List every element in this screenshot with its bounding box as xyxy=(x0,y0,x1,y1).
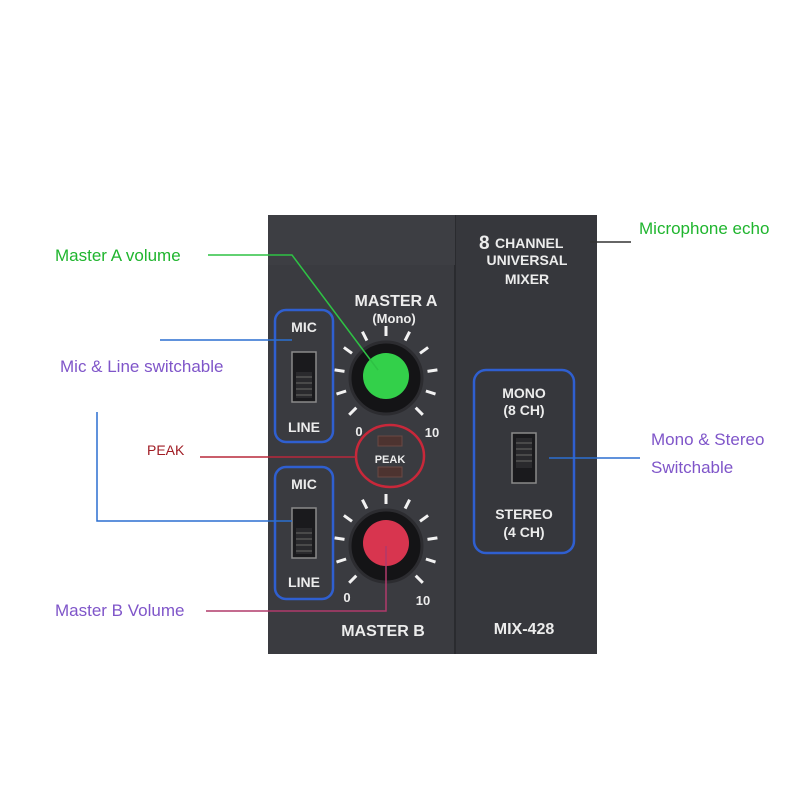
line-label-b: LINE xyxy=(288,574,320,590)
scale-tick xyxy=(343,514,353,523)
callout-master-b-volume: Master B Volume xyxy=(55,601,185,620)
callout-mic-line-switchable: Mic & Line switchable xyxy=(60,357,224,376)
master-a-scale-max: 10 xyxy=(425,425,439,440)
brand-line-1: CHANNEL xyxy=(495,235,564,251)
master-a-scale-ticks xyxy=(334,326,438,416)
scale-tick xyxy=(427,368,438,373)
mic-label-b: MIC xyxy=(291,476,317,492)
mono-stereo-switch-grip xyxy=(516,438,532,468)
scale-tick xyxy=(334,536,345,541)
scale-tick xyxy=(403,499,411,510)
scale-tick xyxy=(425,557,436,564)
stereo-channels-label: (4 CH) xyxy=(503,524,544,540)
mic-line-switch-b-highlight xyxy=(273,465,335,601)
line-label-a: LINE xyxy=(288,419,320,435)
callout-mono-stereo-line-1: Mono & Stereo xyxy=(651,430,765,449)
scale-tick xyxy=(348,406,358,416)
master-a-volume-leader xyxy=(208,254,379,371)
model-label: MIX-428 xyxy=(494,621,555,638)
mic-line-switch-b-grip xyxy=(296,528,312,554)
scale-tick xyxy=(348,574,358,584)
mic-line-switch-a-grip xyxy=(296,372,312,398)
master-b-knob[interactable] xyxy=(363,520,409,566)
scale-tick xyxy=(414,574,424,584)
callout-mono-stereo-line-2: Switchable xyxy=(651,458,734,477)
scale-tick xyxy=(336,389,347,396)
scale-tick xyxy=(336,557,347,564)
callout-microphone-echo: Microphone echo xyxy=(639,219,770,238)
brand-line-2: UNIVERSAL xyxy=(487,252,568,268)
master-b-scale-min: 0 xyxy=(343,590,350,605)
master-b-volume-leader xyxy=(206,546,387,612)
mono-label: MONO xyxy=(502,385,546,401)
scale-tick xyxy=(403,331,411,342)
scale-tick xyxy=(419,514,429,523)
master-a-title: MASTER A xyxy=(355,293,438,310)
peak-led-bottom xyxy=(377,466,403,478)
master-a-subtitle: (Mono) xyxy=(372,311,415,326)
master-b-title: MASTER B xyxy=(341,623,425,640)
scale-tick xyxy=(425,389,436,396)
brand-line-3: MIXER xyxy=(505,271,549,287)
scale-tick xyxy=(419,346,429,355)
mono-stereo-switch-highlight xyxy=(472,368,576,555)
peak-led-top xyxy=(377,435,403,447)
peak-label-panel: PEAK xyxy=(375,454,406,466)
scale-tick xyxy=(361,499,369,510)
master-b-scale-ticks xyxy=(334,494,438,584)
mic-line-switchable-leader-bottom xyxy=(96,412,292,522)
master-a-scale-min: 0 xyxy=(355,424,362,439)
scale-tick xyxy=(361,331,369,342)
peak-indicator-highlight xyxy=(354,423,426,489)
scale-tick xyxy=(427,536,438,541)
scale-tick xyxy=(343,346,353,355)
mic-line-switch-a-highlight xyxy=(273,308,335,444)
callout-master-a-volume: Master A volume xyxy=(55,246,181,265)
scale-tick xyxy=(334,368,345,373)
scale-tick xyxy=(414,406,424,416)
stereo-label: STEREO xyxy=(495,506,553,522)
callout-peak: PEAK xyxy=(147,442,185,458)
brand-number: 8 xyxy=(479,233,490,254)
mic-label-a: MIC xyxy=(291,319,317,335)
panel-top-strip xyxy=(268,215,455,265)
mono-channels-label: (8 CH) xyxy=(503,402,544,418)
master-b-scale-max: 10 xyxy=(416,593,430,608)
